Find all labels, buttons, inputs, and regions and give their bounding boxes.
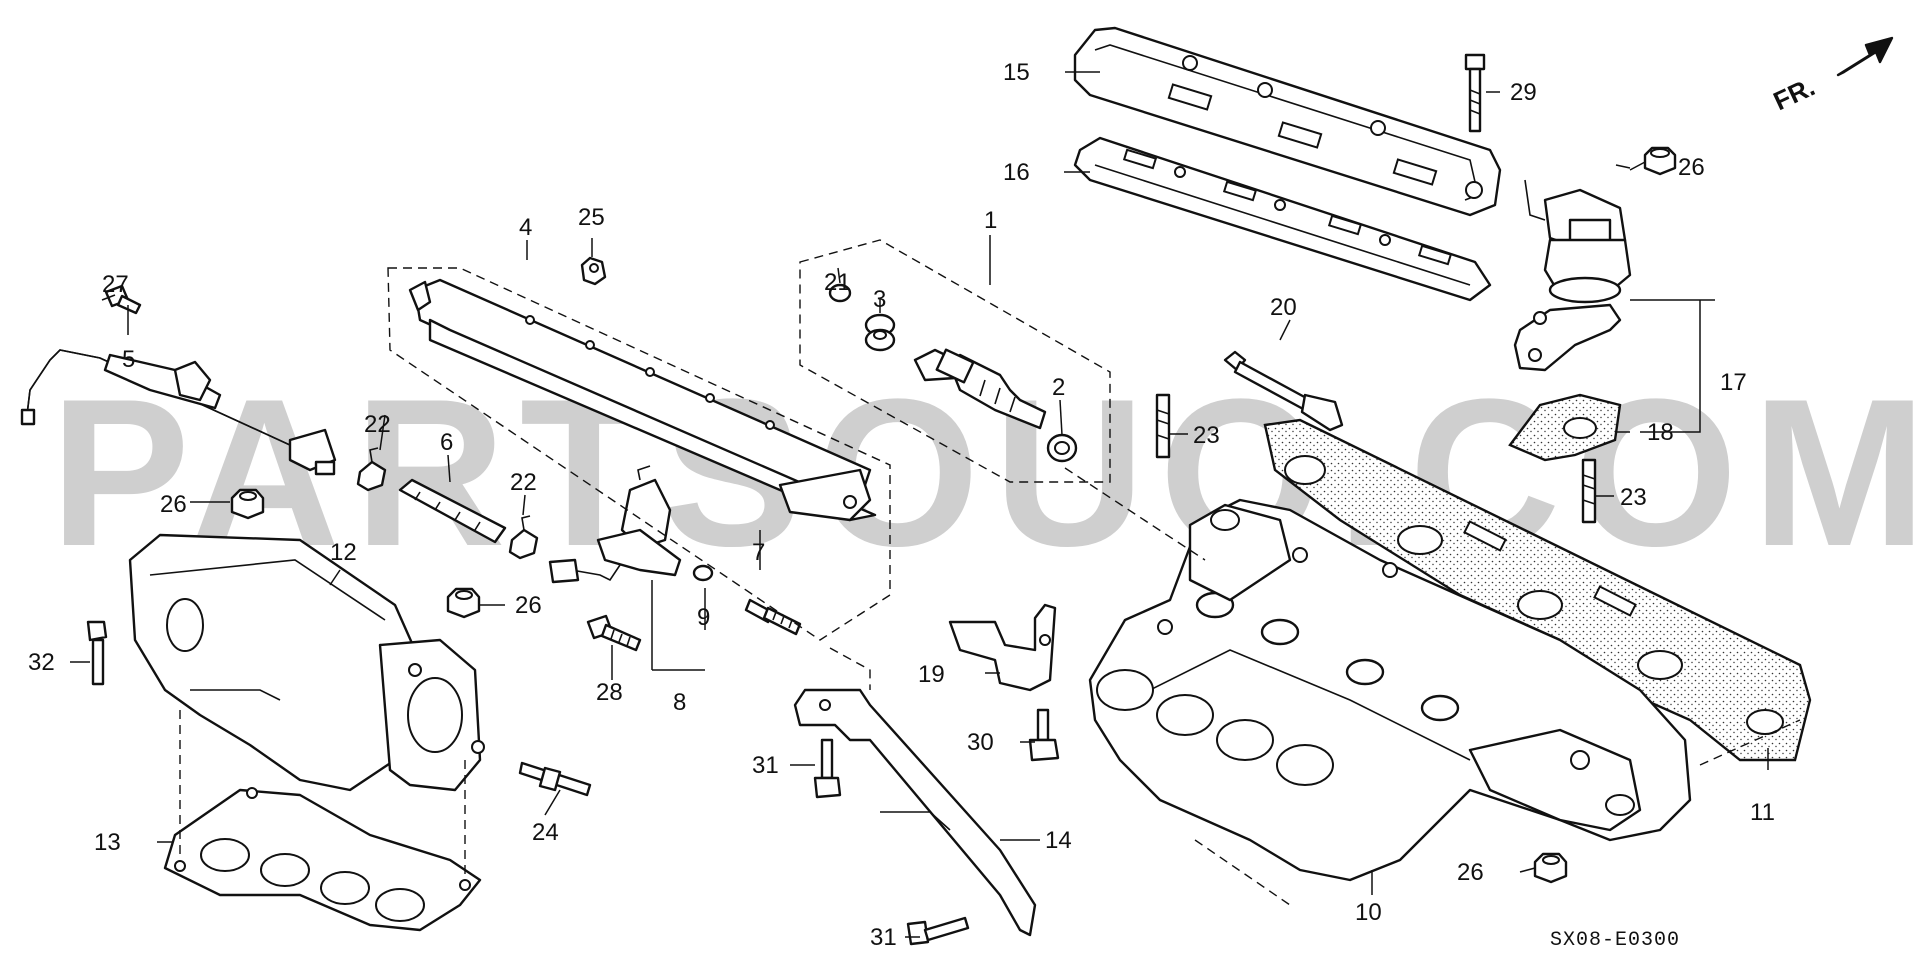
diagram-code: SX08-E0300	[1550, 929, 1680, 952]
dashed-line-14	[829, 647, 871, 690]
callout-31b: 31	[870, 924, 897, 951]
callout-26b: 26	[515, 592, 542, 619]
part-26-nut-upper	[1643, 146, 1677, 176]
part-23-stud-left	[1155, 393, 1171, 459]
callout-20: 20	[1270, 294, 1297, 321]
part-9-washer	[692, 564, 714, 582]
front-label: FR.	[1769, 71, 1820, 116]
callout-26a: 26	[160, 491, 187, 518]
front-arrow-icon	[1836, 36, 1894, 77]
callout-22a: 22	[364, 411, 391, 438]
callout-1: 1	[984, 207, 997, 234]
callout-29: 29	[1510, 79, 1537, 106]
callout-19: 19	[918, 661, 945, 688]
callout-8: 8	[673, 689, 686, 716]
part-24-stud	[518, 761, 592, 797]
callout-2: 2	[1052, 374, 1065, 401]
part-2-seal-ring	[1046, 433, 1078, 463]
dashed-line-10	[1194, 839, 1291, 906]
part-20-bolt	[1223, 350, 1344, 432]
part-6-hose	[398, 478, 507, 544]
part-14-bracket	[793, 688, 1037, 937]
part-25-nut	[580, 256, 607, 286]
callout-18: 18	[1647, 419, 1674, 446]
part-12-intake-chamber	[128, 533, 485, 792]
part-26-nut-lower	[1533, 852, 1568, 884]
callout-labels: 1 2 3 4 5 6 7 8 9 10 11 12 13 14 15 16 1…	[28, 59, 1775, 951]
part-27-bolt	[104, 284, 142, 315]
part-31-bolt-upper	[813, 738, 842, 799]
callout-28: 28	[596, 679, 623, 706]
callout-27: 27	[102, 271, 129, 298]
part-29-bolt	[1464, 53, 1486, 133]
callout-31a: 31	[752, 752, 779, 779]
callout-12: 12	[330, 539, 357, 566]
dashed-line-manifold-rail	[1064, 467, 1206, 561]
callout-4: 4	[519, 214, 532, 241]
part-21-o-ring	[828, 283, 852, 303]
callout-25: 25	[578, 204, 605, 231]
part-19-bracket	[948, 603, 1057, 692]
part-18-gasket	[1508, 393, 1622, 462]
part-22-clamp-left	[356, 447, 387, 492]
dashed-line-11	[1699, 719, 1801, 766]
callout-11: 11	[1750, 799, 1775, 826]
part-26-nut-mid	[446, 587, 481, 619]
callout-10: 10	[1355, 899, 1382, 926]
part-13-gasket	[163, 787, 482, 932]
callout-21: 21	[824, 269, 851, 296]
callout-15: 15	[1003, 59, 1030, 86]
dashed-outline-injector	[799, 239, 1111, 483]
callout-9: 9	[697, 604, 710, 631]
part-16-plate	[1073, 136, 1492, 302]
part-3-seal	[864, 313, 896, 352]
callout-13: 13	[94, 829, 121, 856]
part-15-cover	[1073, 26, 1502, 217]
callout-24: 24	[532, 819, 559, 846]
part-10-intake-manifold	[1088, 498, 1692, 882]
part-28-bolt	[586, 614, 642, 652]
part-17-valve	[1513, 179, 1632, 372]
dashed-outline-rail	[387, 267, 891, 641]
leader-lines	[70, 71, 1769, 938]
callout-7: 7	[752, 539, 765, 566]
part-11-manifold-gasket	[1263, 418, 1812, 762]
part-30-bolt	[1028, 708, 1060, 762]
part-1-injector	[913, 348, 1047, 430]
callout-23a: 23	[1193, 422, 1220, 449]
callout-26d: 26	[1457, 859, 1484, 886]
part-26-nut-left	[230, 488, 265, 520]
part-7-bolt	[744, 598, 802, 636]
front-direction-indicator: FR.	[1769, 36, 1894, 116]
callout-3: 3	[873, 286, 886, 313]
callout-16: 16	[1003, 159, 1030, 186]
part-31-bolt-lower	[906, 916, 970, 946]
dashed-line-12-13	[179, 710, 466, 880]
callout-26c: 26	[1678, 154, 1705, 181]
callout-22b: 22	[510, 469, 537, 496]
part-5-fuel-pipe	[20, 349, 337, 476]
callout-23b: 23	[1620, 484, 1647, 511]
callout-5: 5	[122, 346, 135, 373]
part-22-clamp-right	[508, 515, 539, 560]
callout-17: 17	[1720, 369, 1747, 396]
part-32-bolt	[86, 620, 108, 686]
callout-14: 14	[1045, 827, 1072, 854]
part-23-stud-right	[1581, 458, 1597, 524]
callout-30: 30	[967, 729, 994, 756]
part-4-fuel-rail	[408, 278, 877, 522]
callout-6: 6	[440, 429, 453, 456]
callout-32: 32	[28, 649, 55, 676]
